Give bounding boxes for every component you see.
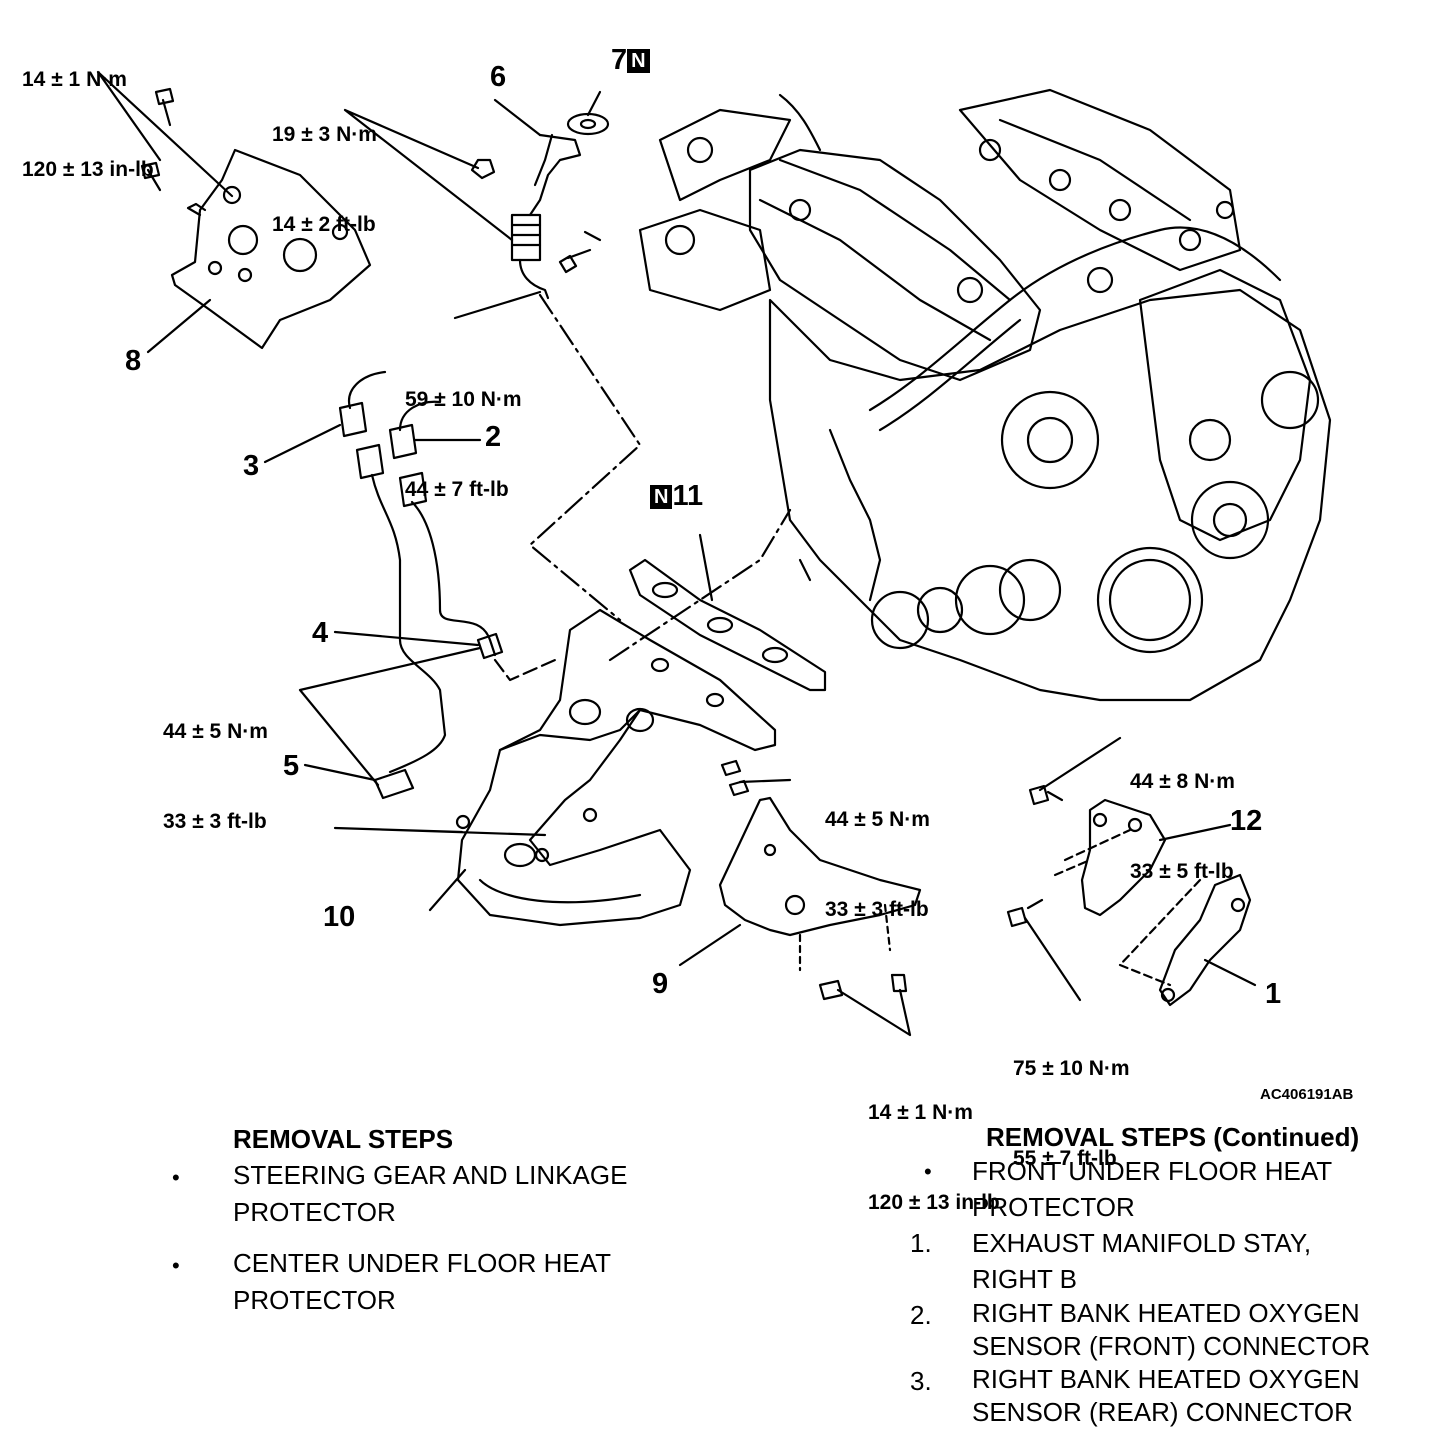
- torque-stay-upper-bolt: 44 ± 8 N·m 33 ± 5 ft-lb: [1130, 707, 1235, 917]
- callout-6: 6: [490, 61, 507, 93]
- torque-imperial: 33 ± 3 ft-lb: [825, 898, 929, 921]
- torque-nm: 14 ± 1 N·m: [22, 68, 127, 91]
- engine-assembly: [638, 88, 1332, 702]
- step-number: 3.: [910, 1366, 932, 1396]
- torque-manifold-nuts: 44 ± 5 N·m 33 ± 3 ft-lb: [825, 745, 930, 955]
- step-line: EXHAUST MANIFOLD STAY,: [972, 1228, 1312, 1258]
- torque-egr-pipe-union: 59 ± 10 N·m 44 ± 7 ft-lb: [405, 325, 522, 535]
- torque-imperial: 120 ± 13 in-lb: [868, 1191, 1000, 1214]
- torque-imperial: 33 ± 5 ft-lb: [1130, 860, 1234, 883]
- torque-egr-pipe-nut: 19 ± 3 N·m 14 ± 2 ft-lb: [272, 60, 377, 270]
- torque-imperial: 44 ± 7 ft-lb: [405, 478, 509, 501]
- step-line: STEERING GEAR AND LINKAGE: [233, 1160, 628, 1190]
- removal-step: • FRONT UNDER FLOOR HEAT PROTECTOR: [910, 1153, 1430, 1225]
- removal-step: 1. EXHAUST MANIFOLD STAY, RIGHT B: [910, 1225, 1430, 1297]
- torque-nm: 75 ± 10 N·m: [1013, 1057, 1130, 1080]
- figure-reference: AC406191AB: [1260, 1086, 1354, 1103]
- torque-imperial: 33 ± 3 ft-lb: [163, 810, 267, 833]
- removal-step: • CENTER UNDER FLOOR HEAT PROTECTOR: [170, 1245, 690, 1319]
- callout-2: 2: [485, 421, 502, 453]
- step-number: 2.: [910, 1300, 932, 1330]
- bullet: •: [172, 1165, 180, 1190]
- callout-10: 10: [323, 901, 356, 933]
- torque-nm: 19 ± 3 N·m: [272, 123, 377, 146]
- removal-steps-left: REMOVAL STEPS • STEERING GEAR AND LINKAG…: [170, 1124, 690, 1319]
- torque-imperial: 120 ± 13 in-lb: [22, 158, 154, 181]
- removal-steps-heading: REMOVAL STEPS (Continued): [986, 1122, 1360, 1152]
- callout-4: 4: [312, 617, 329, 649]
- callout-12: 12: [1230, 805, 1263, 837]
- manifold-stay: [1006, 784, 1252, 1007]
- removal-steps-right: REMOVAL STEPS (Continued) • FRONT UNDER …: [910, 1122, 1430, 1429]
- torque-imperial: 14 ± 2 ft-lb: [272, 213, 376, 236]
- callout-9: 9: [652, 968, 669, 1000]
- callout-5: 5: [283, 750, 300, 782]
- torque-nm: 44 ± 8 N·m: [1130, 770, 1235, 793]
- torque-nm: 14 ± 1 N·m: [868, 1101, 973, 1124]
- torque-imperial: 55 ± 7 ft-lb: [1013, 1147, 1117, 1170]
- removal-step: 2. RIGHT BANK HEATED OXYGEN SENSOR (FRON…: [910, 1297, 1430, 1363]
- bullet: •: [924, 1159, 932, 1184]
- callout-1: 1: [1265, 978, 1282, 1010]
- callout-11-number: 11: [672, 480, 704, 512]
- torque-heat-guard-bolts: 14 ± 1 N·m 120 ± 13 in-lb: [22, 5, 154, 215]
- step-line: RIGHT B: [972, 1264, 1077, 1294]
- step-line: SENSOR (FRONT) CONNECTOR: [972, 1331, 1371, 1361]
- step-line: CENTER UNDER FLOOR HEAT: [233, 1248, 611, 1278]
- manifold-protector: [718, 796, 922, 937]
- step-line: PROTECTOR: [972, 1192, 1135, 1222]
- removal-step: • STEERING GEAR AND LINKAGE PROTECTOR: [170, 1157, 690, 1231]
- step-line: SENSOR (REAR) CONNECTOR: [972, 1397, 1353, 1427]
- torque-nm: 44 ± 5 N·m: [163, 720, 268, 743]
- callout-3: 3: [243, 450, 260, 482]
- exhaust-manifold: [455, 608, 777, 927]
- torque-oxygen-sensors: 44 ± 5 N·m 33 ± 3 ft-lb: [163, 657, 268, 867]
- egr-pipe: [470, 112, 610, 300]
- non-reusable-marker: N: [627, 49, 650, 74]
- torque-protector-bolts: 14 ± 1 N·m 120 ± 13 in-lb: [868, 1038, 1000, 1248]
- torque-nm: 59 ± 10 N·m: [405, 388, 522, 411]
- step-line: FRONT UNDER FLOOR HEAT: [972, 1156, 1333, 1186]
- removal-step: 3. RIGHT BANK HEATED OXYGEN SENSOR (REAR…: [910, 1363, 1430, 1429]
- callout-8: 8: [125, 345, 142, 377]
- bullet: •: [172, 1253, 180, 1278]
- torque-nm: 44 ± 5 N·m: [825, 808, 930, 831]
- torque-stay-lower-bolt: 75 ± 10 N·m 55 ± 7 ft-lb: [1013, 994, 1130, 1204]
- callout-7-number: 7: [611, 44, 628, 76]
- manifold-heat-guard: [170, 148, 372, 350]
- non-reusable-marker: N: [650, 485, 673, 510]
- step-line: RIGHT BANK HEATED OXYGEN: [972, 1298, 1360, 1328]
- step-line: PROTECTOR: [233, 1197, 396, 1227]
- manifold-gasket: [628, 558, 827, 692]
- step-number: 1.: [910, 1228, 932, 1258]
- step-line: PROTECTOR: [233, 1285, 396, 1315]
- exploded-view-diagram: [96, 70, 1332, 1037]
- step-line: RIGHT BANK HEATED OXYGEN: [972, 1364, 1360, 1394]
- removal-steps-heading: REMOVAL STEPS: [233, 1124, 454, 1154]
